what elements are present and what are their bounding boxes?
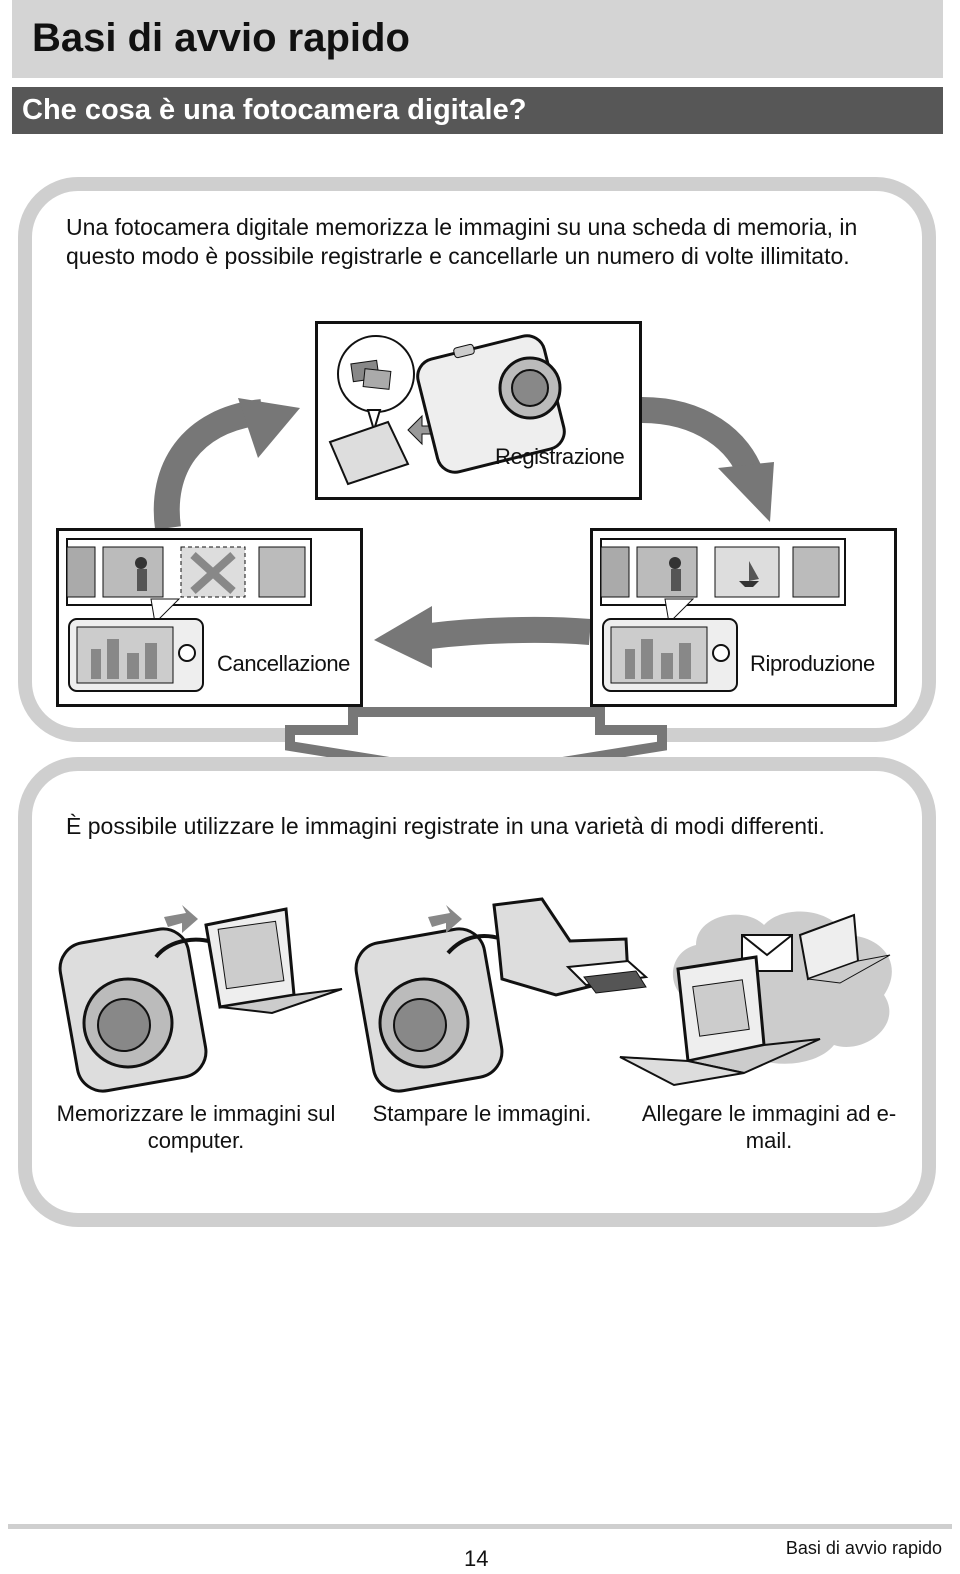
deleted-frame-filmstrip-icon: [66, 538, 312, 692]
caption-printer: Stampare le immagini.: [372, 1101, 592, 1126]
camera-memory-card-icon: [328, 334, 566, 486]
email-attachment-icon: [619, 911, 892, 1087]
page-number: 14: [464, 1546, 489, 1571]
recording-box: Registrazione: [315, 321, 642, 500]
camera-to-printer-icon: [354, 897, 649, 1093]
recording-label: Registrazione: [495, 444, 625, 469]
deletion-label: Cancellazione: [217, 651, 350, 676]
playback-box: Riproduzione: [590, 528, 897, 707]
section-heading: Che cosa è una fotocamera digitale?: [22, 94, 527, 126]
deletion-box: Cancellazione: [56, 528, 363, 707]
playback-label: Riproduzione: [750, 651, 875, 676]
footer-divider: [8, 1524, 952, 1529]
arrow-up-left-icon: [153, 399, 264, 530]
playback-filmstrip-icon: [600, 538, 846, 692]
title-bar: Basi di avvio rapido: [12, 0, 943, 78]
camera-to-computer-icon: [58, 905, 343, 1093]
caption-email: Allegare le immagini ad e-mail.: [641, 1101, 897, 1153]
footer-section-label: Basi di avvio rapido: [785, 1538, 942, 1558]
intro-paragraph: Una fotocamera digitale memorizza le imm…: [66, 214, 858, 269]
uses-statement: È possibile utilizzare le immagini regis…: [66, 813, 825, 839]
page-title: Basi di avvio rapido: [32, 16, 410, 60]
arrow-left-icon: [428, 616, 592, 649]
section-bar: Che cosa è una fotocamera digitale?: [12, 87, 943, 134]
caption-computer: Memorizzare le immagini sul computer.: [56, 1101, 336, 1153]
